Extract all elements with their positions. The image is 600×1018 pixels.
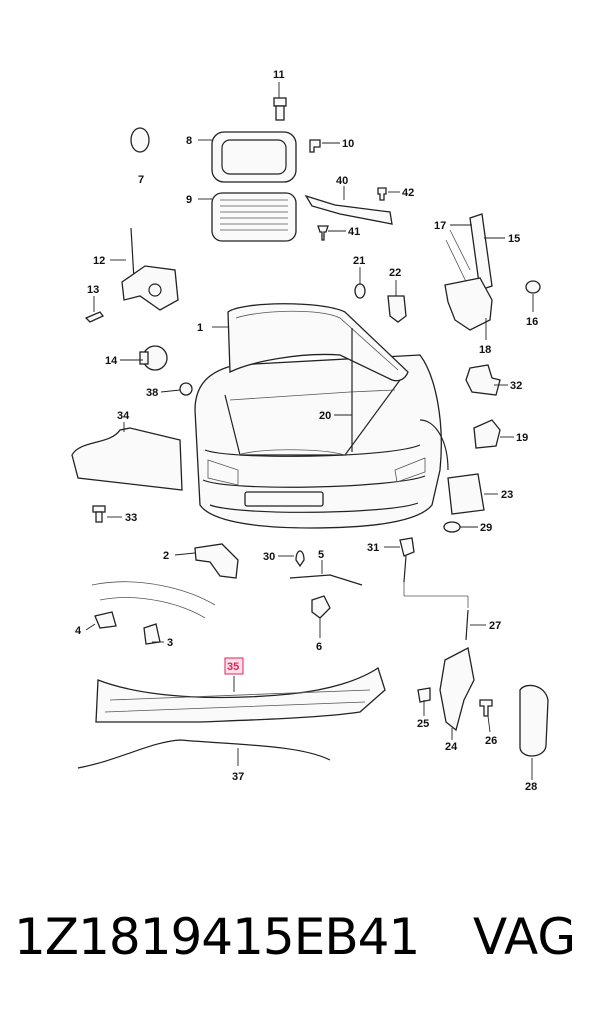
callout-label-6: 6 [316, 641, 322, 653]
nut-38 [179, 382, 193, 396]
part-number: 1Z1819415EB41 [14, 908, 420, 966]
bolt-42 [377, 187, 387, 201]
bracket-24 [439, 647, 475, 732]
callout-label-11: 11 [273, 69, 285, 81]
brand-label: VAG [473, 908, 577, 966]
callout-label-10: 10 [342, 138, 354, 150]
callout-label-24: 24 [445, 741, 458, 753]
cover-19 [473, 419, 501, 449]
bolt-33 [92, 505, 106, 523]
callout-35-highlight-box [224, 657, 244, 675]
callout-label-41: 41 [348, 226, 360, 238]
callout-label-8: 8 [186, 135, 192, 147]
seal-strip-37 [77, 739, 331, 769]
callout-label-1: 1 [197, 322, 203, 334]
leader-lines [85, 82, 534, 780]
callout-label-21: 21 [353, 255, 365, 267]
callout-label-28: 28 [525, 781, 537, 793]
callout-label-40: 40 [336, 175, 348, 187]
plenum-panel-35 [95, 666, 386, 723]
callout-label-29: 29 [480, 522, 492, 534]
callout-label-12: 12 [93, 255, 105, 267]
callout-label-42: 42 [402, 187, 414, 199]
bracket-2 [194, 543, 239, 579]
callout-label-32: 32 [510, 380, 522, 392]
screw-41 [317, 225, 329, 241]
callout-label-37: 37 [232, 771, 244, 783]
bracket-23 [447, 473, 485, 515]
callout-label-13: 13 [87, 284, 99, 296]
car-body [194, 303, 449, 529]
bolt-11 [273, 97, 287, 121]
cable-5 [289, 574, 363, 586]
seal-32 [465, 364, 501, 396]
sensor-22 [387, 295, 407, 323]
clip-30 [295, 550, 305, 568]
callout-label-38: 38 [146, 387, 158, 399]
callout-labels: 11 8 10 7 40 42 9 41 17 15 12 21 22 13 1… [75, 69, 538, 793]
callout-label-2: 2 [163, 550, 169, 562]
callout-label-20: 20 [319, 410, 331, 422]
callout-label-18: 18 [479, 344, 491, 356]
callout-label-9: 9 [186, 194, 192, 206]
callout-label-30: 30 [263, 551, 275, 563]
hood-latch-12 [121, 227, 179, 311]
clip-25 [417, 687, 431, 703]
cap-16 [525, 280, 541, 294]
rod-31 [399, 537, 469, 608]
washer-29 [443, 521, 461, 533]
callout-label-3: 3 [167, 637, 173, 649]
callout-label-16: 16 [526, 316, 538, 328]
callout-label-35[interactable]: 35 [227, 661, 239, 673]
parts-diagram: 11 8 10 7 40 42 9 41 17 15 12 21 22 13 1… [71, 69, 549, 793]
callout-label-5: 5 [318, 549, 324, 561]
callout-label-23: 23 [501, 489, 513, 501]
hinge-15-17 [444, 213, 493, 331]
callout-label-33: 33 [125, 512, 137, 524]
callout-label-31: 31 [367, 542, 379, 554]
grille-9 [211, 192, 297, 242]
rod-27 [465, 609, 469, 641]
buffer-14 [139, 345, 168, 371]
callout-label-14: 14 [105, 355, 118, 367]
callout-label-17: 17 [434, 220, 446, 232]
windshield-area [91, 581, 216, 645]
screw-13 [84, 311, 105, 323]
callout-label-27: 27 [489, 620, 501, 632]
grommet-21 [354, 283, 366, 299]
callout-label-15: 15 [508, 233, 520, 245]
round-cap-7 [130, 127, 150, 153]
insulation-mat-34 [71, 427, 183, 491]
callout-label-26: 26 [485, 735, 497, 747]
bolt-26 [479, 699, 493, 717]
callout-label-7: 7 [138, 174, 144, 186]
emblem-frame-8 [211, 131, 297, 183]
cover-28 [519, 684, 549, 757]
callout-label-22: 22 [389, 267, 401, 279]
clip-10 [309, 139, 321, 153]
stop-6 [311, 595, 331, 619]
callout-label-34: 34 [117, 410, 130, 422]
callout-label-25: 25 [417, 718, 429, 730]
trim-strip-40 [304, 194, 393, 225]
callout-label-4: 4 [75, 625, 82, 637]
callout-label-19: 19 [516, 432, 528, 444]
